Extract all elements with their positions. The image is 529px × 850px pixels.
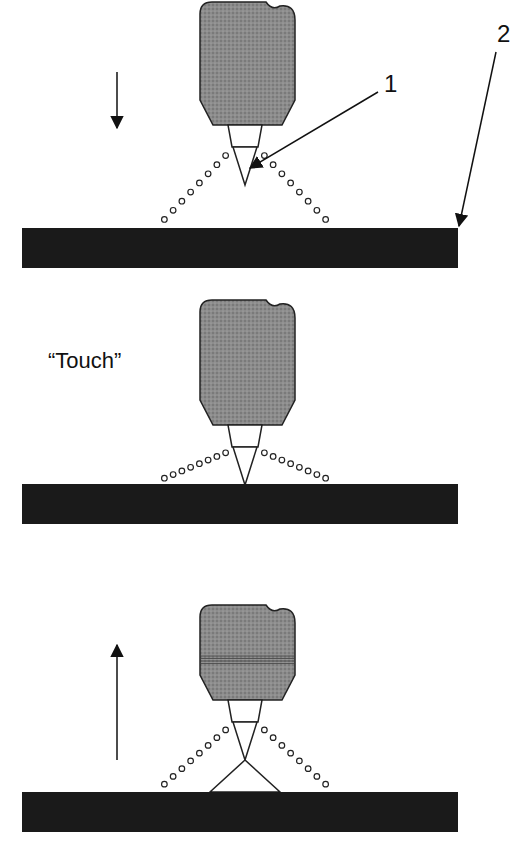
leader-line: [459, 52, 496, 226]
shielding-gas-dot: [170, 208, 176, 214]
shielding-gas-dot: [288, 180, 294, 186]
shielding-gas-dot: [305, 198, 311, 204]
shielding-gas-dot: [305, 468, 311, 474]
shielding-gas-dot: [305, 766, 311, 772]
shielding-gas-dot: [188, 189, 194, 195]
workpiece-plate: [22, 792, 458, 832]
shielding-gas-dot: [179, 198, 185, 204]
leader-line: [250, 92, 378, 168]
callout-number: 2: [497, 22, 510, 46]
shielding-gas-dot: [297, 189, 303, 195]
shielding-gas-dot: [223, 450, 229, 456]
motion-arrow-up: [116, 645, 118, 760]
workpiece-plate: [22, 228, 458, 268]
gas-nozzle: [228, 700, 262, 722]
workpiece-plate: [22, 484, 458, 524]
shielding-gas-dot: [205, 743, 211, 749]
shielding-gas-dot: [323, 781, 329, 787]
electrode: [233, 447, 257, 485]
welding-torch: [162, 300, 329, 485]
torch-band-line: [201, 661, 294, 662]
shielding-gas-dot: [297, 465, 303, 471]
shielding-gas-dot: [223, 153, 229, 159]
shielding-gas-dot: [170, 472, 176, 478]
shielding-gas-dot: [323, 217, 329, 223]
welding-arc: [210, 760, 280, 792]
shielding-gas-dot: [188, 758, 194, 764]
shielding-gas-dot: [314, 774, 320, 780]
shielding-gas-dot: [162, 475, 168, 481]
torch-body: [200, 2, 295, 125]
shielding-gas-dot: [288, 461, 294, 467]
torch-body: [200, 605, 295, 700]
gas-nozzle: [228, 125, 262, 147]
shielding-gas-dot: [179, 468, 185, 474]
shielding-gas-dot: [279, 171, 285, 177]
shielding-gas-dot: [223, 727, 229, 733]
shielding-gas-dot: [314, 208, 320, 214]
shielding-gas-dot: [214, 454, 220, 460]
torch-body: [200, 300, 295, 425]
torch-band-line: [201, 663, 294, 664]
shielding-gas-dot: [214, 735, 220, 741]
shielding-gas-dot: [279, 457, 285, 463]
shielding-gas-dot: [279, 743, 285, 749]
shielding-gas-dot: [205, 457, 211, 463]
step-label: “Touch”: [48, 350, 121, 372]
shielding-gas-dot: [323, 475, 329, 481]
gas-nozzle: [228, 425, 262, 447]
shielding-gas-dot: [288, 750, 294, 756]
torch-band-line: [201, 656, 294, 657]
motion-arrow-down: [116, 72, 118, 128]
welding-torch: [162, 2, 329, 222]
shielding-gas-dot: [314, 472, 320, 478]
shielding-gas-dot: [162, 781, 168, 787]
shielding-gas-dot: [197, 461, 203, 467]
shielding-gas-dot: [179, 766, 185, 772]
electrode: [233, 722, 257, 760]
shielding-gas-dot: [170, 774, 176, 780]
shielding-gas-dot: [262, 450, 268, 456]
shielding-gas-dot: [197, 180, 203, 186]
shielding-gas-dot: [162, 217, 168, 223]
shielding-gas-dot: [188, 465, 194, 471]
shielding-gas-dot: [270, 162, 276, 168]
shielding-gas-dot: [197, 750, 203, 756]
welding-torch: [162, 605, 329, 792]
shielding-gas-dot: [214, 162, 220, 168]
torch-band-line: [201, 658, 294, 659]
shielding-gas-dot: [262, 727, 268, 733]
callout-number: 1: [384, 72, 397, 96]
shielding-gas-dot: [297, 758, 303, 764]
shielding-gas-dot: [205, 171, 211, 177]
shielding-gas-dot: [270, 735, 276, 741]
shielding-gas-dot: [270, 454, 276, 460]
